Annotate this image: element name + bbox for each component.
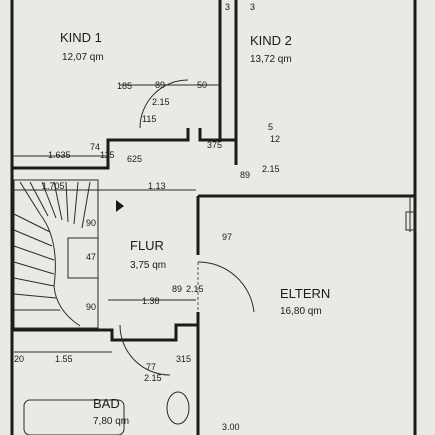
- dim-89-top: 89: [155, 80, 165, 90]
- dim-50: 50: [197, 80, 207, 90]
- stair-direction-arrow: [116, 200, 124, 212]
- chimney-box: [405, 211, 417, 231]
- dim-1635: 1.635: [48, 150, 71, 160]
- stair-treads-side: [13, 213, 60, 311]
- dim-138: 1.38: [142, 296, 160, 306]
- bathtub: [23, 399, 125, 435]
- dim-12: 12: [270, 134, 280, 144]
- eltern-area: 16,80 qm: [280, 306, 322, 317]
- flur-name: FLUR: [130, 238, 164, 253]
- walls: [10, 0, 417, 435]
- dim-215-flur: 2.15: [186, 284, 204, 294]
- dim-47: 47: [86, 252, 96, 262]
- dim-300: 3.00: [222, 422, 240, 432]
- dim-89-mid: 89: [240, 170, 250, 180]
- bad-fixtures: [23, 391, 190, 435]
- eltern-name: ELTERN: [280, 286, 330, 301]
- kind1-name: KIND 1: [60, 30, 102, 45]
- kind1-south-wall: [12, 128, 190, 170]
- dim-115: 115: [142, 114, 156, 124]
- bad-door-swing: [119, 324, 171, 376]
- stair-handrail: [39, 213, 81, 327]
- bad-area: 7,80 qm: [93, 416, 129, 427]
- dim-215-top: 2.15: [152, 97, 170, 107]
- stair-treads-top: [19, 181, 91, 229]
- kind2-area: 13,72 qm: [250, 54, 292, 65]
- dim-3-b: 3: [250, 2, 255, 12]
- dim-90-a: 90: [86, 218, 96, 228]
- doors: [119, 79, 255, 376]
- flur-area: 3,75 qm: [130, 260, 166, 271]
- dim-375: 375: [207, 140, 222, 150]
- dimension-labels: 185 89 50 2.15 115 74 1.635 115 625 375 …: [14, 2, 280, 432]
- dim-185: 185: [117, 81, 132, 91]
- dim-625: 625: [127, 154, 142, 164]
- dim-90-b: 90: [86, 302, 96, 312]
- toilet: [166, 391, 190, 425]
- dim-315: 315: [176, 354, 191, 364]
- stair-landing: [67, 237, 99, 279]
- eltern-door-swing: [197, 261, 255, 313]
- kind1-door-swing: [139, 79, 189, 129]
- dim-97: 97: [222, 232, 232, 242]
- dim-215-bad: 2.15: [144, 373, 162, 383]
- room-labels: KIND 1 12,07 qm KIND 2 13,72 qm FLUR 3,7…: [60, 30, 330, 427]
- dimension-lines: [12, 84, 417, 353]
- dim-20: 20: [14, 354, 24, 364]
- dim-113: 1.13: [148, 181, 166, 191]
- kind1-area: 12,07 qm: [62, 52, 104, 63]
- dim-3-a: 3: [225, 2, 230, 12]
- staircase: [13, 179, 124, 329]
- dim-215-mid: 2.15: [262, 164, 280, 174]
- dim-1705: 1.705: [42, 181, 65, 191]
- dim-77: 77: [146, 362, 156, 372]
- dim-115b: 115: [100, 150, 114, 160]
- kind2-name: KIND 2: [250, 33, 292, 48]
- dim-5: 5: [268, 122, 273, 132]
- bad-name: BAD: [93, 396, 120, 411]
- dim-89-flur: 89: [172, 284, 182, 294]
- bad-north-wall: [12, 323, 198, 342]
- dim-155: 1.55: [55, 354, 73, 364]
- dim-74: 74: [90, 142, 100, 152]
- kind2-south-wall: [198, 128, 238, 165]
